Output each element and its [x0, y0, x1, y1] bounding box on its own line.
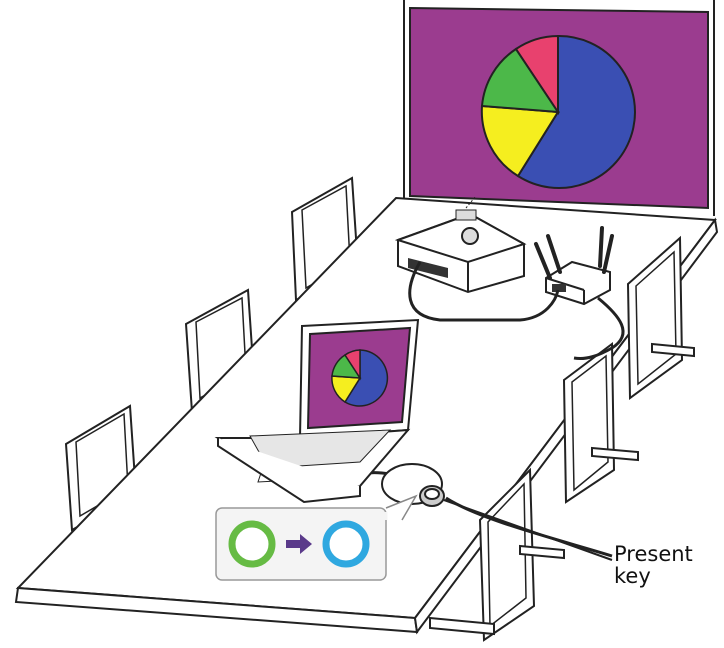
- screen-pie-chart: [482, 36, 635, 188]
- key-ring-before-icon: [232, 524, 272, 564]
- projection-screen-icon: [404, 0, 714, 216]
- laptop-pie-chart: [332, 350, 388, 406]
- key-ring-after-icon: [326, 524, 366, 564]
- present-key-label: Present key: [614, 543, 720, 587]
